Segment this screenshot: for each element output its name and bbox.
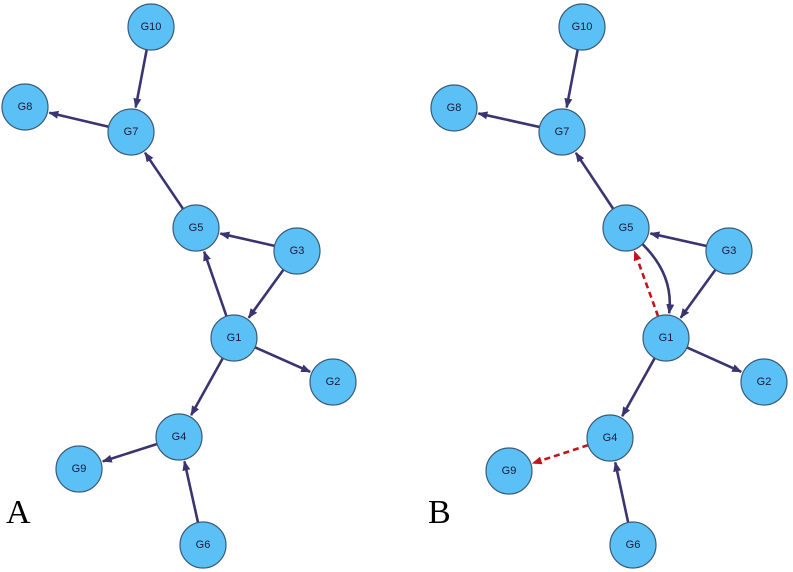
- node-g10: G10: [558, 3, 606, 51]
- node-circle: [602, 204, 650, 252]
- node-g1: G1: [642, 314, 690, 362]
- node-g1: G1: [210, 314, 258, 362]
- node-circle: [740, 358, 788, 406]
- node-label: G7: [124, 126, 139, 138]
- node-label: G6: [196, 539, 211, 551]
- node-g3: G3: [273, 227, 321, 275]
- node-label: G7: [555, 126, 570, 138]
- node-g2: G2: [740, 358, 788, 406]
- node-label: G6: [626, 539, 641, 551]
- node-circle: [273, 227, 321, 275]
- node-circle: [127, 3, 175, 51]
- panel-label-a: A: [6, 494, 31, 531]
- edge-g3-to-g5: [219, 231, 275, 248]
- node-label: G9: [72, 463, 87, 475]
- edges-a: [48, 49, 312, 523]
- node-circle: [309, 358, 357, 406]
- node-circle: [55, 445, 103, 493]
- edge-g10-to-g7: [564, 49, 579, 109]
- node-label: G5: [619, 222, 634, 234]
- edge-g6-to-g4: [613, 461, 630, 523]
- edge-g1-to-g5: [202, 250, 228, 317]
- node-circle: [155, 413, 203, 461]
- edge-g5-to-g1: [641, 243, 675, 315]
- node-circle: [609, 521, 657, 569]
- edge-g3-to-g1: [247, 268, 285, 319]
- panel-label-b: B: [428, 494, 451, 531]
- edge-g7-to-g8: [477, 111, 540, 129]
- edge-g7-to-g8: [48, 110, 109, 128]
- node-circle: [172, 204, 220, 252]
- node-circle: [586, 414, 634, 462]
- node-label: G10: [141, 21, 162, 33]
- node-g4: G4: [586, 414, 634, 462]
- node-g5: G5: [602, 204, 650, 252]
- edges-b: [477, 49, 743, 523]
- node-label: G1: [659, 332, 674, 344]
- node-circle: [642, 314, 690, 362]
- edge-g1-to-g4: [190, 357, 224, 417]
- node-circle: [210, 314, 258, 362]
- node-label: G9: [502, 465, 517, 477]
- node-g9: G9: [55, 445, 103, 493]
- dashed-edge-g4-to-g9: [531, 443, 589, 465]
- edge-g6-to-g4: [182, 460, 200, 523]
- node-g9: G9: [485, 447, 533, 495]
- node-label: G5: [189, 222, 204, 234]
- node-g2: G2: [309, 358, 357, 406]
- node-circle: [558, 3, 606, 51]
- node-label: G3: [290, 245, 305, 257]
- node-label: G1: [227, 332, 242, 344]
- edge-g5-to-g7: [574, 151, 615, 210]
- edge-g3-to-g1: [679, 268, 717, 319]
- edge-g4-to-g9: [101, 442, 158, 463]
- node-g4: G4: [155, 413, 203, 461]
- node-label: G10: [572, 21, 593, 33]
- node-g7: G7: [107, 108, 155, 156]
- node-g10: G10: [127, 3, 175, 51]
- node-g6: G6: [609, 521, 657, 569]
- edge-g1-to-g4: [621, 357, 656, 418]
- edge-g10-to-g7: [133, 49, 148, 109]
- node-circle: [705, 227, 753, 275]
- node-circle: [179, 521, 227, 569]
- node-label: G4: [172, 431, 187, 443]
- node-g3: G3: [705, 227, 753, 275]
- node-circle: [430, 84, 478, 132]
- node-circle: [485, 447, 533, 495]
- node-label: G2: [326, 376, 341, 388]
- node-label: G4: [603, 432, 618, 444]
- edge-g5-to-g7: [143, 151, 185, 210]
- dashed-edge-g1-to-g5: [633, 250, 660, 317]
- node-circle: [107, 108, 155, 156]
- edge-g1-to-g2: [686, 346, 743, 373]
- node-g6: G6: [179, 521, 227, 569]
- edge-g1-to-g2: [254, 346, 312, 374]
- node-g5: G5: [172, 204, 220, 252]
- edge-g3-to-g5: [649, 231, 707, 248]
- node-circle: [538, 108, 586, 156]
- node-g8: G8: [430, 84, 478, 132]
- node-g7: G7: [538, 108, 586, 156]
- node-circle: [1, 83, 49, 131]
- node-label: G8: [18, 101, 33, 113]
- node-label: G8: [447, 102, 462, 114]
- node-g8: G8: [1, 83, 49, 131]
- node-label: G2: [757, 376, 772, 388]
- node-label: G3: [722, 245, 737, 257]
